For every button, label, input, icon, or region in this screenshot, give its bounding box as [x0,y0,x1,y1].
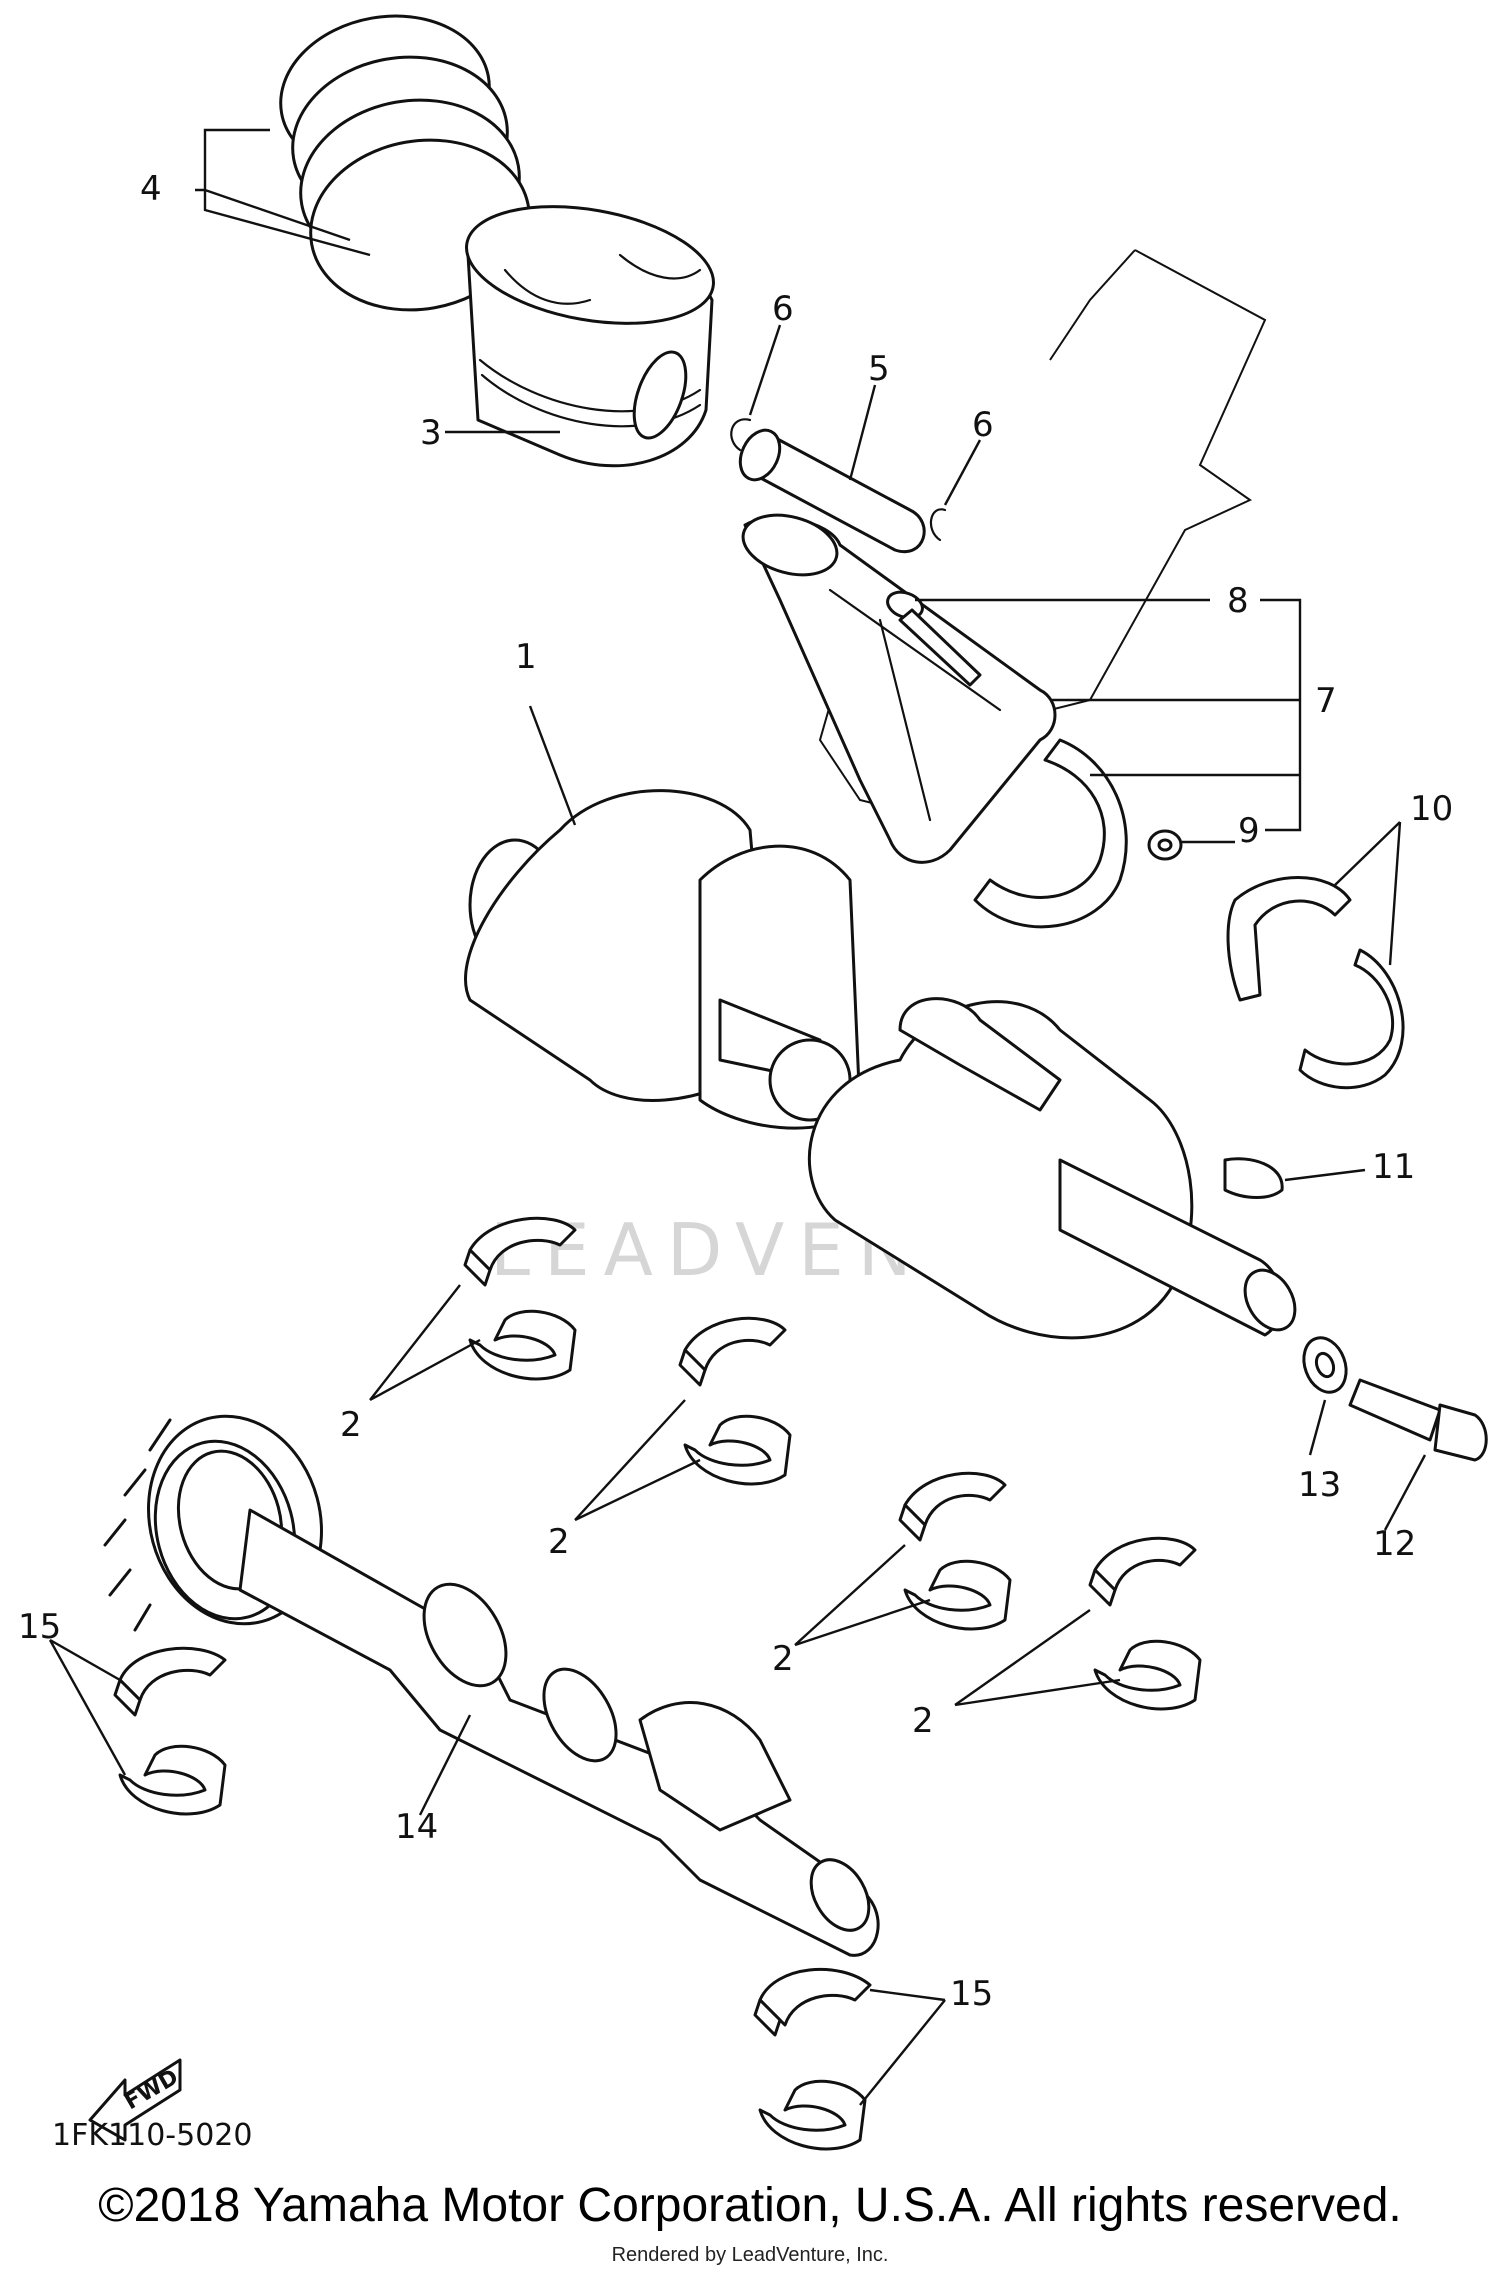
leader-lines [48,128,1427,2106]
part-number-label: 15 [950,1974,993,2014]
drawing-code: 1FK110-5020 [52,2118,252,2153]
main-bearing-set-2 [678,1316,792,1486]
part-number-label: 8 [1227,581,1249,621]
part-number-label: 2 [548,1522,570,1562]
part-number-label: 13 [1298,1465,1341,1505]
connecting-rod [741,513,1057,864]
crankshaft [464,789,1297,1340]
part-number-label: 9 [1238,811,1260,851]
rendered-by-notice: Rendered by LeadVenture, Inc. [611,2244,889,2266]
main-bearing-set-4 [1088,1536,1202,1711]
woodruff-key [1223,1157,1284,1199]
bigend-bearing-lower [1298,948,1405,1090]
bigend-bearing-upper [1226,876,1352,1002]
part-number-label: 3 [420,413,442,453]
washer [1302,1336,1348,1394]
part-number-label: 2 [772,1639,794,1679]
rod-nut [1147,829,1183,861]
main-bearing-set-3 [898,1471,1012,1631]
part-number-label: 7 [1315,681,1337,721]
part-number-label: 1 [515,637,537,677]
circlip-right [929,508,947,542]
crank-bolt [1348,1378,1488,1462]
part-labels: 4 3 6 5 6 8 7 9 10 1 11 13 12 2 2 2 2 14… [18,169,1453,2014]
piston [465,205,715,468]
part-number-label: 6 [772,289,794,329]
balancer-bearing-right [753,1967,872,2151]
part-number-label: 2 [340,1405,362,1445]
balancer-bearing-left [113,1646,227,1816]
part-number-label: 10 [1410,789,1453,829]
rod-bolt [886,590,982,687]
part-number-label: 2 [912,1701,934,1741]
part-number-label: 11 [1372,1147,1415,1187]
part-number-label: 14 [395,1807,438,1847]
piston-pin [738,428,926,554]
part-number-label: 6 [972,405,994,445]
circlip-left [730,418,752,452]
main-bearing-set-1 [463,1216,577,1381]
copyright-notice: ©2018 Yamaha Motor Corporation, U.S.A. A… [98,2179,1402,2232]
balancer-shaft [103,1414,880,1957]
part-number-label: 15 [18,1607,61,1647]
rod-cap [973,738,1128,929]
part-number-label: 5 [868,349,890,389]
part-number-label: 12 [1373,1524,1416,1564]
part-number-label: 4 [140,169,162,209]
